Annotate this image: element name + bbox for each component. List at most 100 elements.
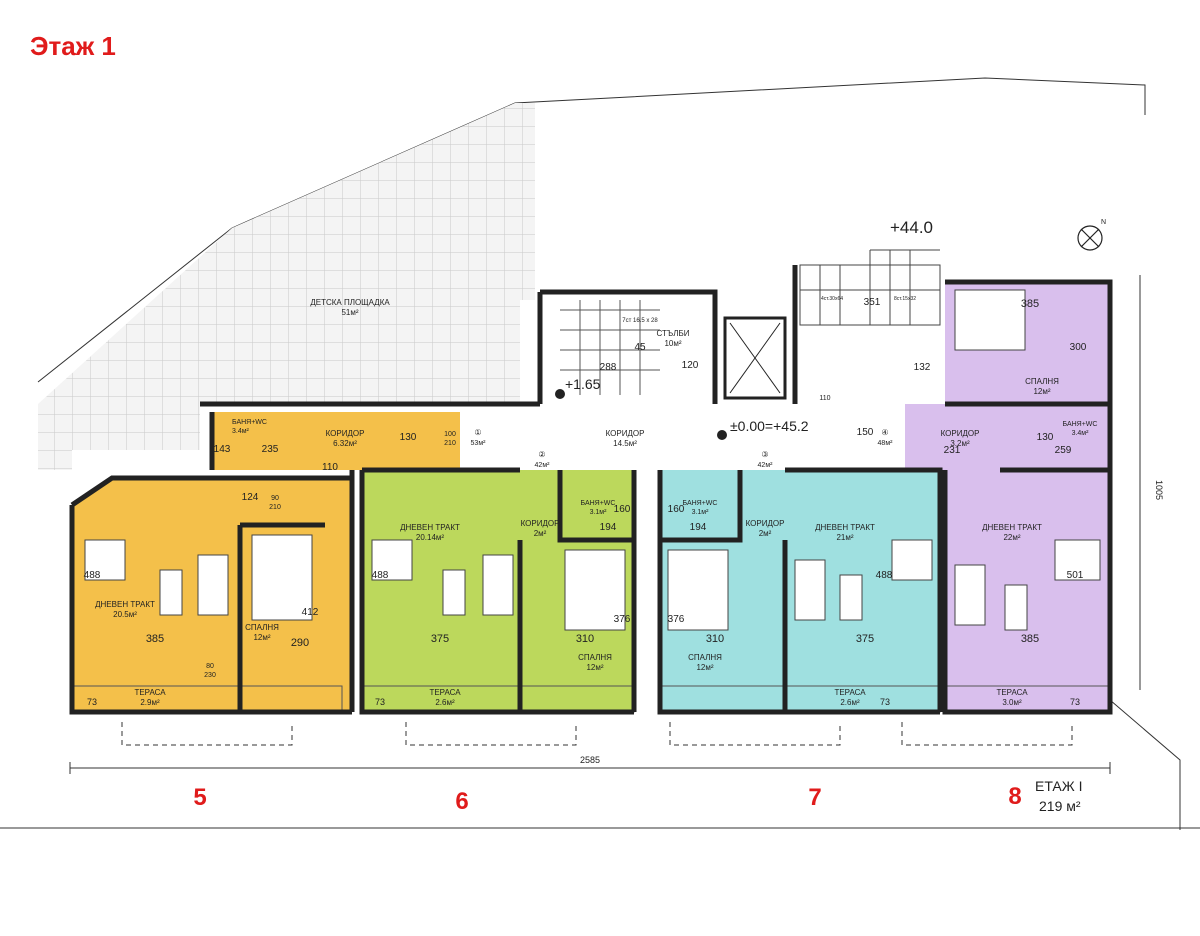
main-corridor-area: 14.5м² [613,439,637,448]
entrance-elevation: ±0.00=+45.2 [730,418,809,434]
unit-5-bath-name: БАНЯ+WC [232,419,267,426]
unit-6-living-area: 20.14м² [416,533,445,542]
stairs-dim-45: 45 [634,342,646,353]
unit-7-dim-194: 194 [690,522,707,533]
door-90: 90 [271,495,279,502]
unit-5-dim-110: 110 [322,462,338,473]
unit-6-bath-name: БАНЯ+WC [581,500,616,507]
stairs-area: 10м² [664,339,681,348]
stairs-dim-120: 120 [682,360,699,371]
walls [69,265,1113,715]
unit-5-living-name: ДНЕВЕН ТРАКТ [95,600,155,609]
unit-7-bath-area: 3.1м² [692,509,710,516]
unit-7-terrace-name: ТЕРАСА [834,688,866,697]
unit-7-canopy [669,722,841,746]
unit-8-dim-231: 231 [944,445,961,456]
unit-8-corridor-area: 3.2м² [950,439,970,448]
unit-6-dim-160: 160 [614,504,631,515]
level-marker-icon [555,389,565,399]
unit-5-dim-143: 143 [214,444,231,455]
unit-7-living-area: 21м² [836,533,853,542]
unit-7-dim-376: 376 [668,614,685,625]
unit-7-dim-375: 375 [856,633,874,645]
plot-outline-right [1109,699,1181,830]
unit-7-living-name: ДНЕВЕН ТРАКТ [815,523,875,532]
unit-5-dim-width-living: 385 [146,633,164,645]
unit-6-dim-310: 310 [576,633,594,645]
unit-8-dim-300: 300 [1070,342,1087,353]
floor-area: 219 м² [1039,798,1081,814]
unit-8-bath-area: 3.4м² [1072,430,1090,437]
unit-8-corridor-name: КОРИДОР [941,429,980,438]
stairs-dim-288: 288 [600,362,617,373]
unit-6-number: 6 [455,788,468,815]
unit-5-corridor-fill [212,412,460,470]
unit-6-dim-488: 488 [372,570,389,581]
unit-7-corridor-area: 2м² [759,529,772,538]
unit-5-number: 5 [193,784,206,811]
unit-7-number: 7 [808,784,821,811]
right-stair-dim-351: 351 [864,297,881,308]
unit-8-bedroom-name: СПАЛНЯ [1025,377,1059,386]
unit-6-canopy [405,722,577,746]
circulation-3-area: 42м² [758,462,774,469]
furniture [84,289,1101,631]
unit-5-bedroom-area: 12м² [253,633,270,642]
unit-7-bedroom-area: 12м² [696,663,713,672]
unit-8-terrace-name: ТЕРАСА [996,688,1028,697]
unit-5-dim-235: 235 [262,444,279,455]
right-stair-dim-150: 150 [857,427,874,438]
unit-8-terrace-area: 3.0м² [1002,698,1022,707]
north-arrow-icon [1077,225,1103,251]
unit-5-dim-depth: 488 [84,570,101,581]
unit-6-bath-area: 3.1м² [590,509,608,516]
unit-7-dim-73: 73 [880,697,890,707]
door-80: 80 [206,663,214,670]
door-210: 210 [269,504,281,511]
door-230: 230 [204,672,216,679]
unit-8-canopy [901,722,1073,746]
unit-8-dim-73: 73 [1070,697,1080,707]
unit-7-bedroom-name: СПАЛНЯ [688,653,722,662]
right-stair-dim-132: 132 [914,362,931,373]
circulation-2-num: ② [538,450,545,459]
circulation-4-num: ④ [881,428,888,437]
unit-6-dim-73: 73 [375,697,385,707]
unit-6-corridor-name: КОРИДОР [521,519,560,528]
unit-8-living-area: 22м² [1003,533,1020,542]
page-title: Этаж 1 [30,31,116,61]
door-height: 210 [444,440,456,447]
unit-5-dim-73: 73 [87,697,97,707]
side-dimension: 1005 [1154,480,1164,500]
right-stair-note-2: 8ст.15x32 [894,296,916,302]
unit-6-bedroom-name: СПАЛНЯ [578,653,612,662]
unit-6-terrace-area: 2.6м² [435,698,455,707]
playground-area-label: 51м² [341,308,358,317]
floor-label: ЕТАЖ I [1035,778,1082,794]
door-110: 110 [819,395,830,402]
unit-6-terrace-name: ТЕРАСА [429,688,461,697]
plot-outline [37,77,1146,383]
unit-5-dim-124: 124 [242,492,259,503]
unit-7-dim-488: 488 [876,570,893,581]
unit-5-corridor-area: 6.32м² [333,439,357,448]
unit-7-dim-310: 310 [706,633,724,645]
unit-8-dim-259: 259 [1055,445,1072,456]
unit-7-dim-160: 160 [668,504,685,515]
circulation-3-num: ③ [761,450,768,459]
unit-7-terrace-area: 2.6м² [840,698,860,707]
unit-7-corridor-name: КОРИДОР [746,519,785,528]
stairs-name: СТЪЛБИ [657,329,690,338]
staircase-icon [560,300,660,395]
unit-7-bath-name: БАНЯ+WC [683,500,718,507]
unit-6-bedroom-area: 12м² [586,663,603,672]
playground-area [38,103,535,470]
unit-6-dim-194: 194 [600,522,617,533]
unit-6-living-name: ДНЕВЕН ТРАКТ [400,523,460,532]
unit-6-dim-376: 376 [614,614,631,625]
unit-5-dim-130: 130 [400,432,417,443]
unit-5-living-area: 20.5м² [113,610,137,619]
north-label: N [1101,219,1106,226]
circulation-1-area: 53м² [471,440,487,447]
